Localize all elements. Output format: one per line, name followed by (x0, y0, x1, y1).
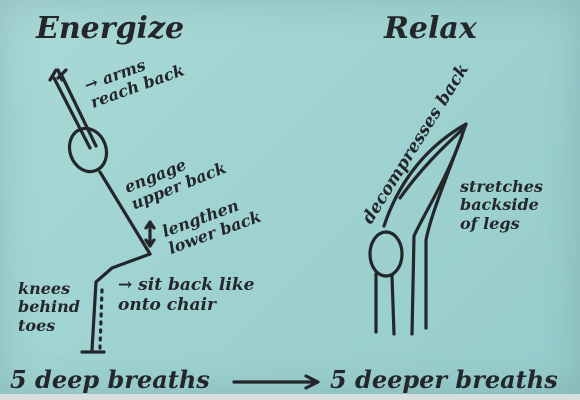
footer-left-text: 5 deep breaths (10, 368, 210, 392)
note-knees-behind-toes-line-3: toes (18, 317, 80, 335)
lengthen-arrow (146, 222, 154, 246)
note-sit-back-line-1: → sit back like (118, 276, 254, 296)
note-stretches-legs-line-1: stretches (460, 178, 543, 196)
footer-arrow (234, 376, 318, 388)
relax-arm-2 (412, 136, 462, 334)
note-knees-behind-toes-line-2: behind (18, 298, 80, 316)
note-stretches-legs-line-3: of legs (460, 215, 543, 233)
relax-legs (376, 274, 394, 334)
energize-title: Energize (36, 14, 184, 44)
energize-dotted-shin (100, 290, 102, 348)
relax-head (370, 232, 402, 276)
footer-right-text: 5 deeper breaths (330, 368, 558, 392)
note-sit-back-line-2: onto chair (118, 296, 254, 316)
note-stretches-legs-line-2: backside (460, 196, 543, 214)
note-knees-behind-toes-line-1: knees (18, 280, 80, 298)
relax-title: Relax (384, 14, 477, 44)
